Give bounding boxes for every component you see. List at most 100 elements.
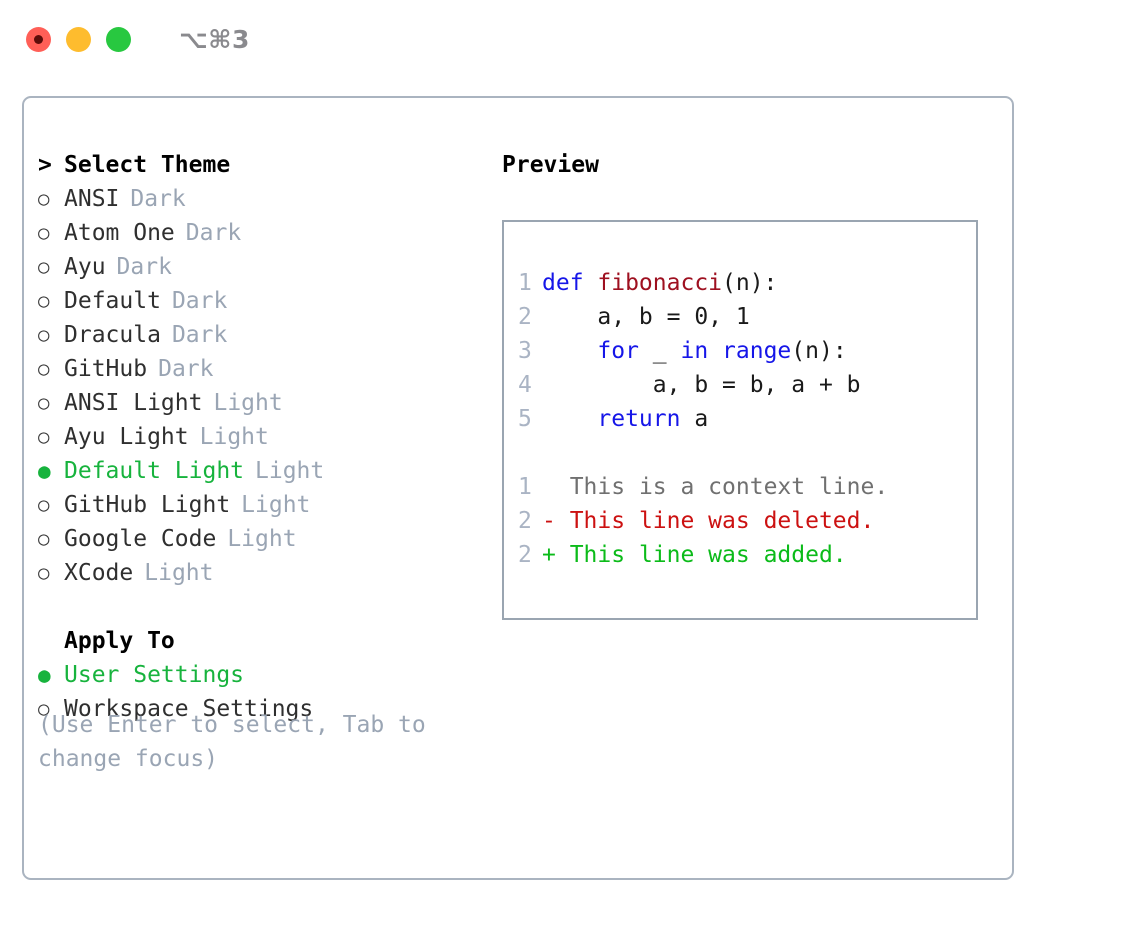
theme-variant-badge: Dark bbox=[116, 254, 172, 280]
theme-option-default-light[interactable]: ● Default Light Light bbox=[38, 454, 488, 488]
theme-option-atom-one[interactable]: ○ Atom One Dark bbox=[38, 216, 488, 250]
token-plain: a, b = b, a + b bbox=[542, 372, 861, 398]
apply-to-label: Apply To bbox=[64, 628, 175, 654]
zoom-button[interactable] bbox=[106, 26, 131, 52]
diff-line-text: This line was added. bbox=[555, 542, 847, 568]
diff-line-text: This line was deleted. bbox=[555, 508, 875, 534]
theme-option-label: Ayu Light bbox=[64, 424, 189, 450]
line-number: 3 bbox=[518, 338, 532, 364]
prompt-icon: > bbox=[38, 152, 52, 178]
window-controls bbox=[26, 26, 131, 52]
theme-option-label: Default Light bbox=[64, 458, 245, 484]
radio-unselected-icon: ○ bbox=[38, 392, 50, 414]
theme-option-label: Google Code bbox=[64, 526, 217, 552]
token-plain: a bbox=[680, 406, 709, 432]
code-line: 3 for _ in range(n): bbox=[504, 334, 976, 368]
select-theme-label: Select Theme bbox=[64, 152, 231, 178]
code-line: 1 def fibonacci(n): bbox=[504, 266, 976, 300]
theme-option-label: ANSI bbox=[64, 186, 120, 212]
select-theme-heading: > Select Theme bbox=[38, 148, 488, 182]
line-number: 4 bbox=[518, 372, 532, 398]
apply-to-heading: Apply To bbox=[38, 624, 488, 658]
preview-title: Preview bbox=[502, 152, 599, 178]
theme-option-label: Atom One bbox=[64, 220, 175, 246]
theme-option-label: GitHub bbox=[64, 356, 148, 382]
line-number: 5 bbox=[518, 406, 532, 432]
theme-variant-badge: Light bbox=[199, 424, 269, 450]
line-number: 2 bbox=[518, 304, 532, 330]
radio-selected-icon: ● bbox=[38, 663, 51, 687]
diff-line-del: 2- This line was deleted. bbox=[504, 504, 976, 538]
token-plain: (n): bbox=[722, 270, 778, 296]
theme-option-ansi[interactable]: ○ ANSI Dark bbox=[38, 182, 488, 216]
title-bar: ⌥⌘3 bbox=[0, 0, 1140, 78]
apply-to-option-user-settings[interactable]: ● User Settings bbox=[38, 658, 488, 692]
code-line-text: return a bbox=[542, 402, 708, 436]
theme-variant-badge: Dark bbox=[185, 220, 242, 246]
minimize-button[interactable] bbox=[66, 26, 91, 52]
code-line: 2 a, b = 0, 1 bbox=[504, 300, 976, 334]
theme-variant-badge: Light bbox=[241, 492, 311, 518]
theme-option-xcode[interactable]: ○ XCode Light bbox=[38, 556, 488, 590]
apply-to-option-label: Workspace Settings bbox=[64, 696, 314, 722]
theme-option-label: GitHub Light bbox=[64, 492, 231, 518]
diff-marker: - bbox=[542, 508, 556, 534]
apply-to-option-workspace-settings[interactable]: ○ Workspace Settings bbox=[38, 692, 488, 726]
line-number: 2 bbox=[518, 508, 532, 534]
theme-option-label: Default bbox=[64, 288, 161, 314]
radio-unselected-icon: ○ bbox=[38, 698, 50, 720]
apply-to-option-label: User Settings bbox=[64, 662, 245, 688]
code-blank-line bbox=[504, 436, 976, 470]
radio-unselected-icon: ○ bbox=[38, 256, 50, 278]
theme-option-label: Ayu bbox=[64, 254, 106, 280]
theme-option-ayu[interactable]: ○ Ayu Dark bbox=[38, 250, 488, 284]
diff-marker bbox=[542, 470, 556, 504]
token-kw: return bbox=[597, 406, 681, 432]
theme-variant-badge: Light bbox=[144, 560, 214, 586]
token-plain bbox=[542, 406, 597, 432]
token-kw: for bbox=[597, 338, 639, 364]
line-number: 1 bbox=[518, 270, 532, 296]
close-button[interactable] bbox=[26, 26, 51, 52]
keyboard-shortcut-label: ⌥⌘3 bbox=[179, 24, 250, 54]
code-line: 5 return a bbox=[504, 402, 976, 436]
code-line: 4 a, b = b, a + b bbox=[504, 368, 976, 402]
radio-selected-icon: ● bbox=[38, 459, 51, 483]
theme-option-label: XCode bbox=[64, 560, 134, 586]
theme-variant-badge: Dark bbox=[130, 186, 186, 212]
token-plain: (n): bbox=[791, 338, 847, 364]
radio-unselected-icon: ○ bbox=[38, 358, 50, 380]
theme-option-label: Dracula bbox=[64, 322, 161, 348]
code-line-text: for _ in range(n): bbox=[542, 334, 847, 368]
radio-unselected-icon: ○ bbox=[38, 188, 50, 210]
theme-variant-badge: Light bbox=[227, 526, 297, 552]
diff-snippet: 1 This is a context line.2- This line wa… bbox=[504, 470, 976, 572]
theme-variant-badge: Light bbox=[255, 458, 325, 484]
diff-line-ctx: 1 This is a context line. bbox=[504, 470, 976, 504]
token-fn: fibonacci bbox=[597, 270, 723, 296]
code-line-text: def fibonacci(n): bbox=[542, 266, 777, 300]
list-spacer bbox=[38, 590, 488, 624]
keyboard-hint-text: (Use Enter to select, Tab to change focu… bbox=[38, 712, 426, 772]
diff-line-text: This is a context line. bbox=[555, 474, 889, 500]
radio-unselected-icon: ○ bbox=[38, 290, 50, 312]
radio-unselected-icon: ○ bbox=[38, 222, 50, 244]
token-kw: def bbox=[542, 270, 598, 296]
theme-option-github-light[interactable]: ○ GitHub Light Light bbox=[38, 488, 488, 522]
radio-unselected-icon: ○ bbox=[38, 324, 50, 346]
radio-unselected-icon: ○ bbox=[38, 494, 50, 516]
radio-unselected-icon: ○ bbox=[38, 562, 50, 584]
code-line-text: a, b = 0, 1 bbox=[542, 300, 749, 334]
token-kw: in bbox=[680, 338, 709, 364]
